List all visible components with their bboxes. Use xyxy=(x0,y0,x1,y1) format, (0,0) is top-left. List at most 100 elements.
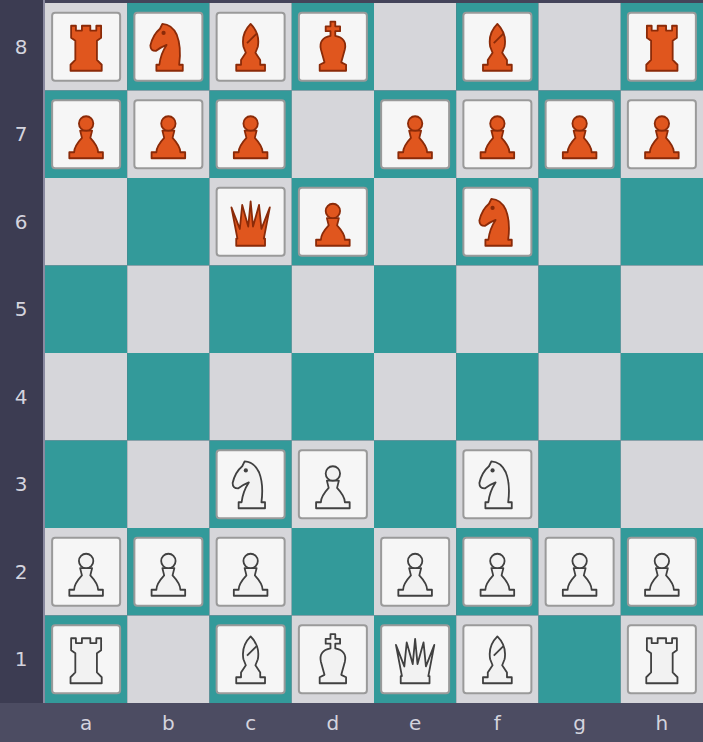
piece-tile xyxy=(381,100,449,168)
piece-shape xyxy=(320,22,346,71)
board-square xyxy=(374,616,456,704)
piece-shape xyxy=(150,24,182,71)
board-square xyxy=(292,353,374,441)
piece-tile xyxy=(134,13,202,81)
rank-number: 6 xyxy=(15,212,28,232)
piece-shape xyxy=(69,131,103,159)
rank-number: 2 xyxy=(15,562,28,582)
board-square xyxy=(45,528,127,616)
piece-tile xyxy=(134,100,202,168)
board-square xyxy=(456,178,538,266)
knight-eye xyxy=(490,468,494,472)
chess-piece xyxy=(217,625,285,693)
piece-tile xyxy=(299,625,367,693)
piece-tile xyxy=(628,100,696,168)
board-square xyxy=(374,91,456,179)
file-letter: c xyxy=(245,713,256,733)
piece-shape xyxy=(398,568,432,596)
chess-piece xyxy=(299,188,367,256)
chess-piece xyxy=(628,538,696,606)
board-square xyxy=(621,353,703,441)
strip-edge xyxy=(43,0,45,703)
piece-shape xyxy=(483,24,512,71)
chess-piece xyxy=(546,538,614,606)
piece-tile xyxy=(628,13,696,81)
piece-shape xyxy=(481,131,515,159)
pawn-head xyxy=(161,116,175,130)
piece-tile xyxy=(134,538,202,606)
pawn-head xyxy=(572,554,586,568)
file-letter: g xyxy=(573,713,586,733)
piece-tile xyxy=(463,13,531,81)
board-square xyxy=(456,91,538,179)
piece-tile xyxy=(381,538,449,606)
chess-piece xyxy=(463,100,531,168)
piece-tile xyxy=(463,188,531,256)
board-square xyxy=(374,441,456,529)
piece-shape xyxy=(481,568,515,596)
knight-eye xyxy=(490,206,494,210)
knight-eye xyxy=(161,31,165,35)
piece-tile xyxy=(463,450,531,518)
rank-strip xyxy=(0,0,43,742)
chess-piece xyxy=(381,538,449,606)
piece-shape xyxy=(646,26,677,71)
chess-piece xyxy=(463,13,531,81)
board-square xyxy=(539,266,621,354)
pawn-head xyxy=(326,204,340,218)
board-square xyxy=(210,3,292,91)
rank-number: 5 xyxy=(15,299,28,319)
piece-shape xyxy=(316,481,350,509)
chess-piece xyxy=(463,538,531,606)
chess-piece xyxy=(463,450,531,518)
chess-piece xyxy=(628,100,696,168)
piece-shape xyxy=(563,568,597,596)
piece-shape xyxy=(69,568,103,596)
piece-shape xyxy=(398,131,432,159)
board-square xyxy=(456,353,538,441)
board-square xyxy=(374,266,456,354)
chess-piece xyxy=(463,188,531,256)
board-square xyxy=(539,3,621,91)
piece-shape xyxy=(479,461,511,508)
piece-tile xyxy=(381,625,449,693)
rank-number: 8 xyxy=(15,37,28,57)
chess-piece xyxy=(299,13,367,81)
piece-shape xyxy=(236,24,265,71)
chess-piece xyxy=(381,100,449,168)
board-square xyxy=(45,266,127,354)
piece-tile xyxy=(52,538,120,606)
board-square xyxy=(292,3,374,91)
piece-tile xyxy=(628,625,696,693)
board-square xyxy=(539,91,621,179)
board-square xyxy=(539,353,621,441)
board-square xyxy=(127,528,209,616)
board-square xyxy=(127,91,209,179)
piece-shape xyxy=(479,199,511,246)
chess-piece xyxy=(381,625,449,693)
board-square xyxy=(292,616,374,704)
chess-piece xyxy=(628,13,696,81)
piece-shape xyxy=(71,638,102,683)
chess-piece xyxy=(52,100,120,168)
chess-piece xyxy=(299,625,367,693)
board-square xyxy=(45,616,127,704)
board-square xyxy=(210,353,292,441)
bishop-slit xyxy=(247,646,257,656)
piece-tile xyxy=(217,100,285,168)
board-square xyxy=(127,441,209,529)
board-square xyxy=(292,266,374,354)
piece-tile xyxy=(217,188,285,256)
piece-shape xyxy=(645,131,679,159)
piece-tile xyxy=(52,13,120,81)
chess-piece xyxy=(134,538,202,606)
board-square xyxy=(539,441,621,529)
chess-piece xyxy=(299,450,367,518)
board-square xyxy=(374,528,456,616)
chess-piece xyxy=(134,100,202,168)
pawn-head xyxy=(408,116,422,130)
piece-tile xyxy=(299,188,367,256)
chess-piece xyxy=(52,538,120,606)
